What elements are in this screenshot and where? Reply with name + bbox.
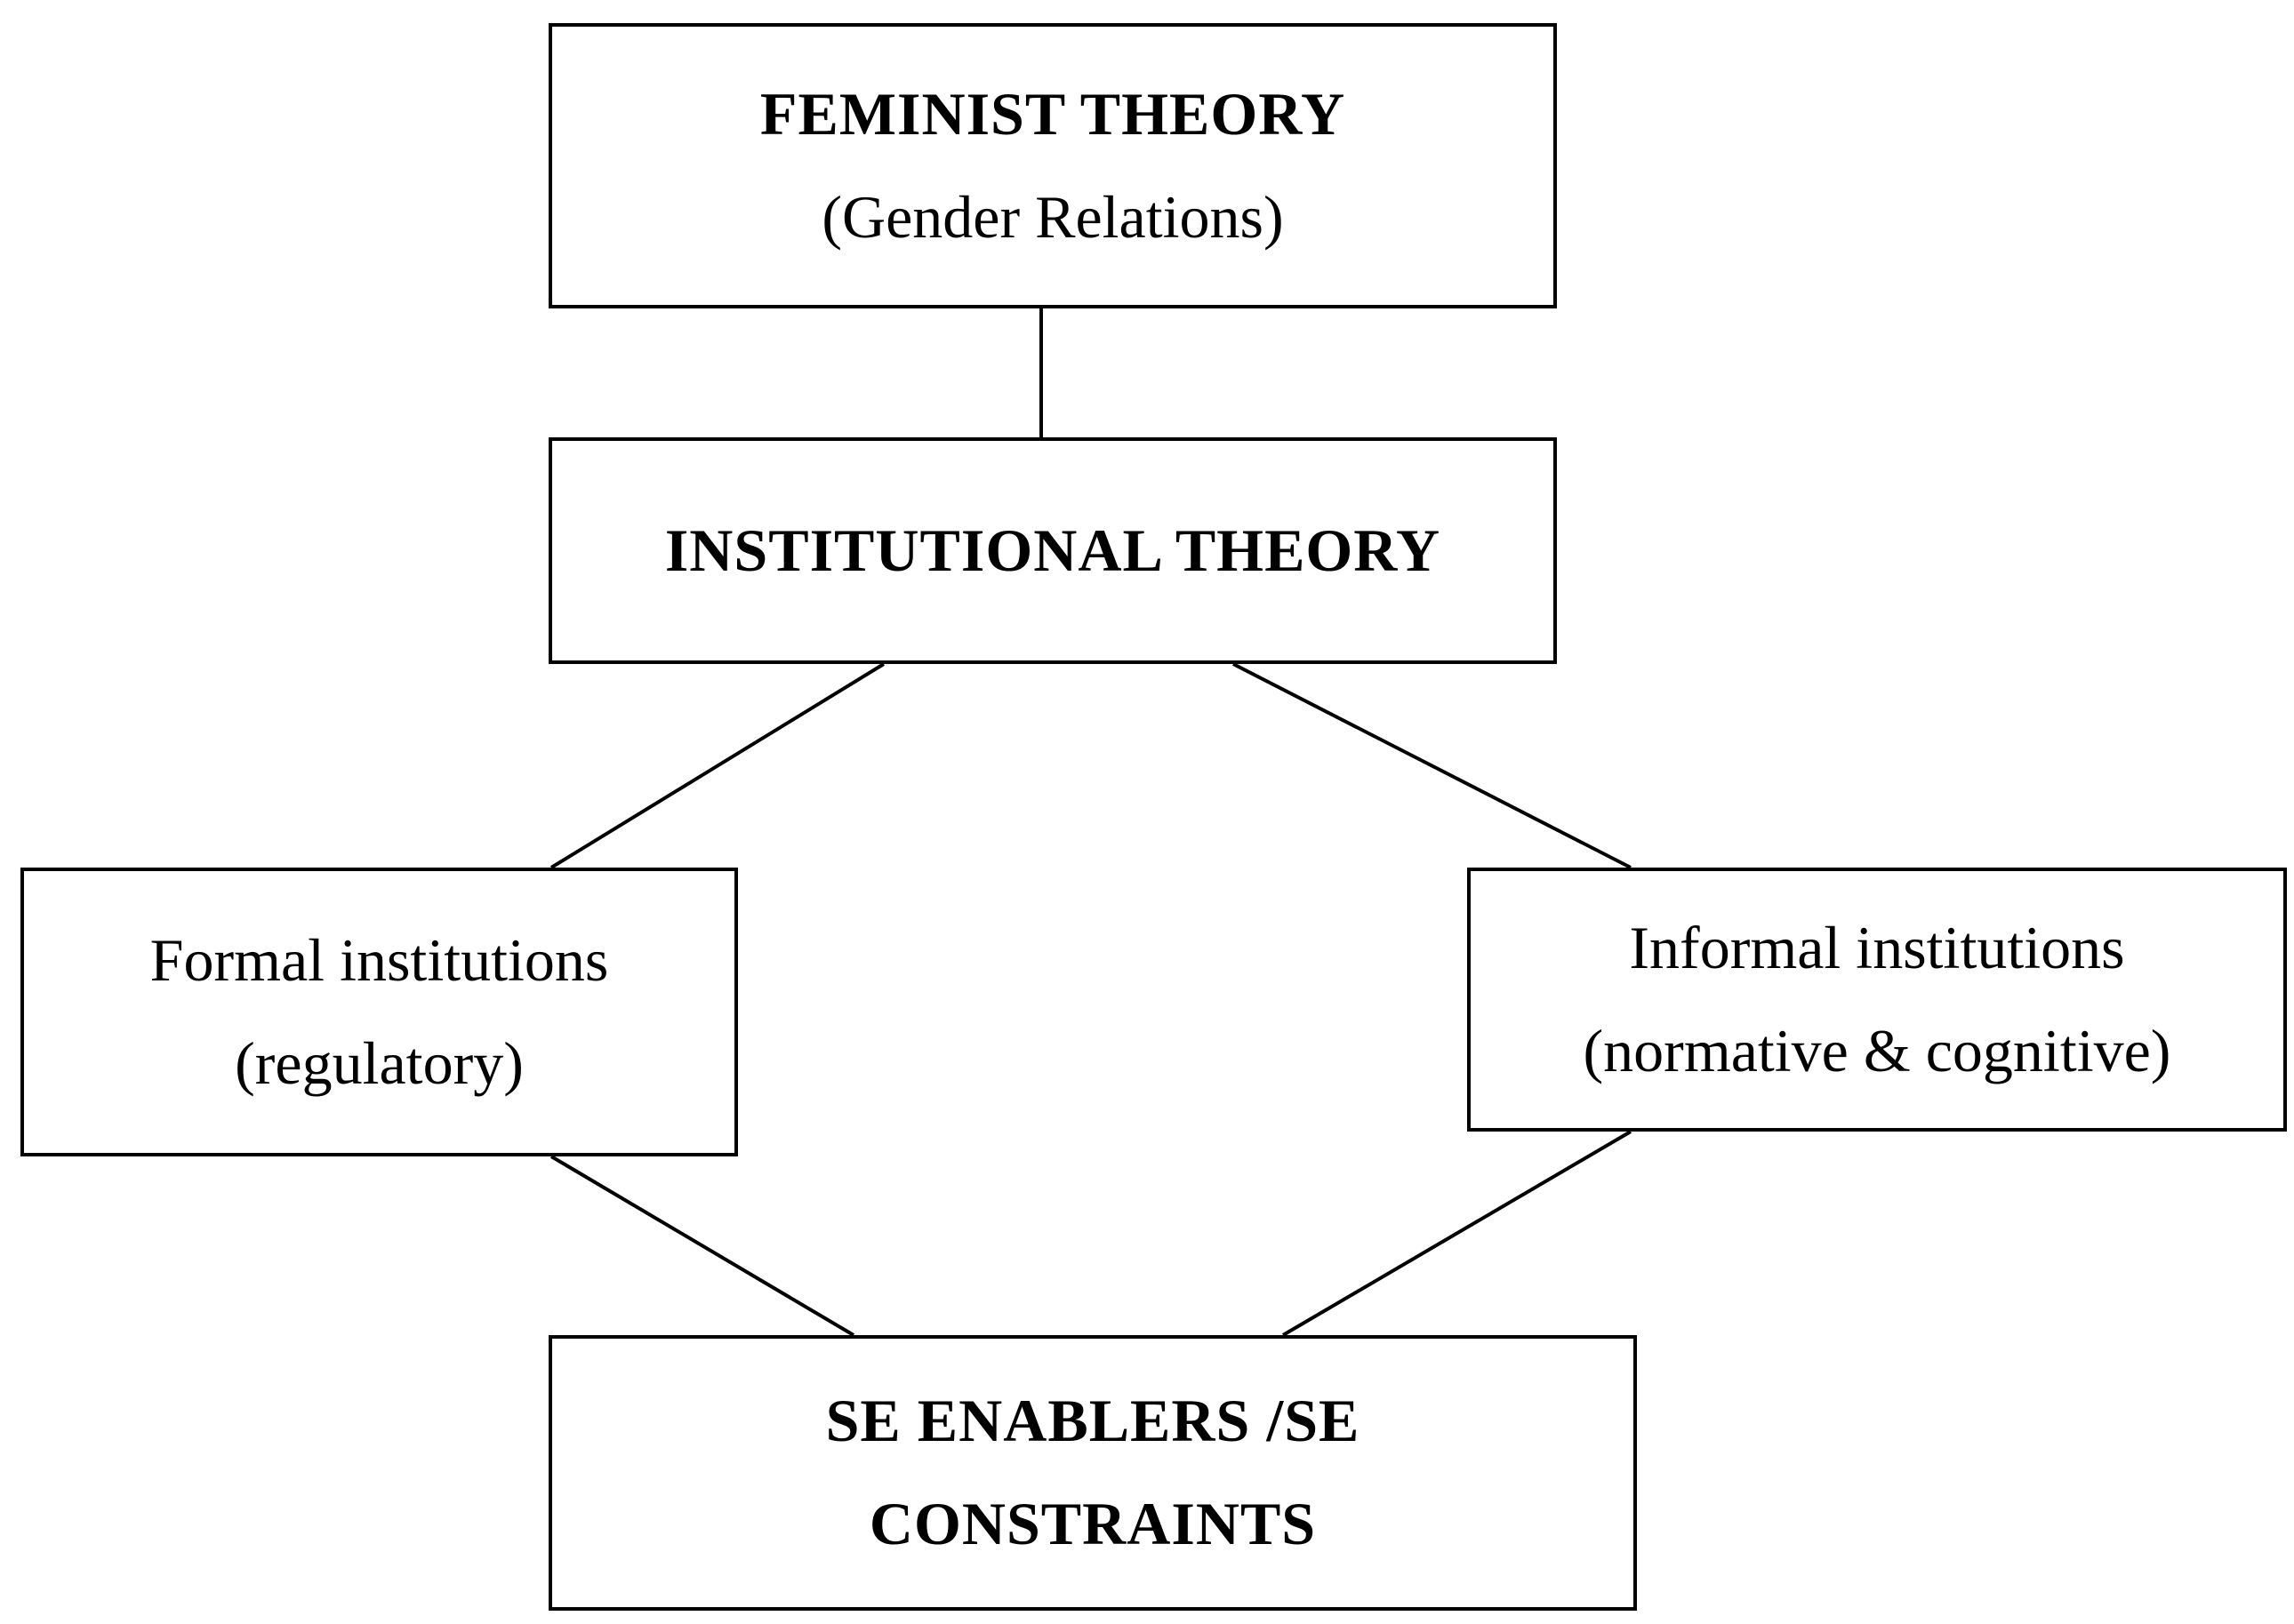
connector-formal-to-se [549,1155,855,1337]
formal-institutions-subtitle: (regulatory) [235,1028,524,1097]
informal-institutions-title: Informal institutions [1629,913,2125,981]
feminist-theory-title: FEMINIST THEORY [759,79,1346,148]
se-outcome-line1: SE ENABLERS /SE [825,1387,1360,1455]
informal-institutions-subtitle: (normative & cognitive) [1583,1016,2171,1084]
se-outcome-line2: CONSTRAINTS [869,1490,1317,1557]
connector-informal-to-se [1281,1130,1632,1337]
formal-institutions-box: Formal institutions (regulatory) [20,868,738,1156]
feminist-theory-box: FEMINIST THEORY (Gender Relations) [549,23,1557,308]
informal-institutions-box: Informal institutions (normative & cogni… [1467,868,2287,1132]
feminist-theory-subtitle: (Gender Relations) [822,182,1284,251]
institutional-theory-title: INSTITUTIONAL THEORY [664,516,1441,584]
connector-institutional-to-informal [1232,662,1632,869]
connector-institutional-to-formal [549,662,886,869]
formal-institutions-title: Formal institutions [149,925,609,994]
institutional-theory-box: INSTITUTIONAL THEORY [549,437,1557,664]
se-outcome-box: SE ENABLERS /SE CONSTRAINTS [549,1335,1637,1611]
